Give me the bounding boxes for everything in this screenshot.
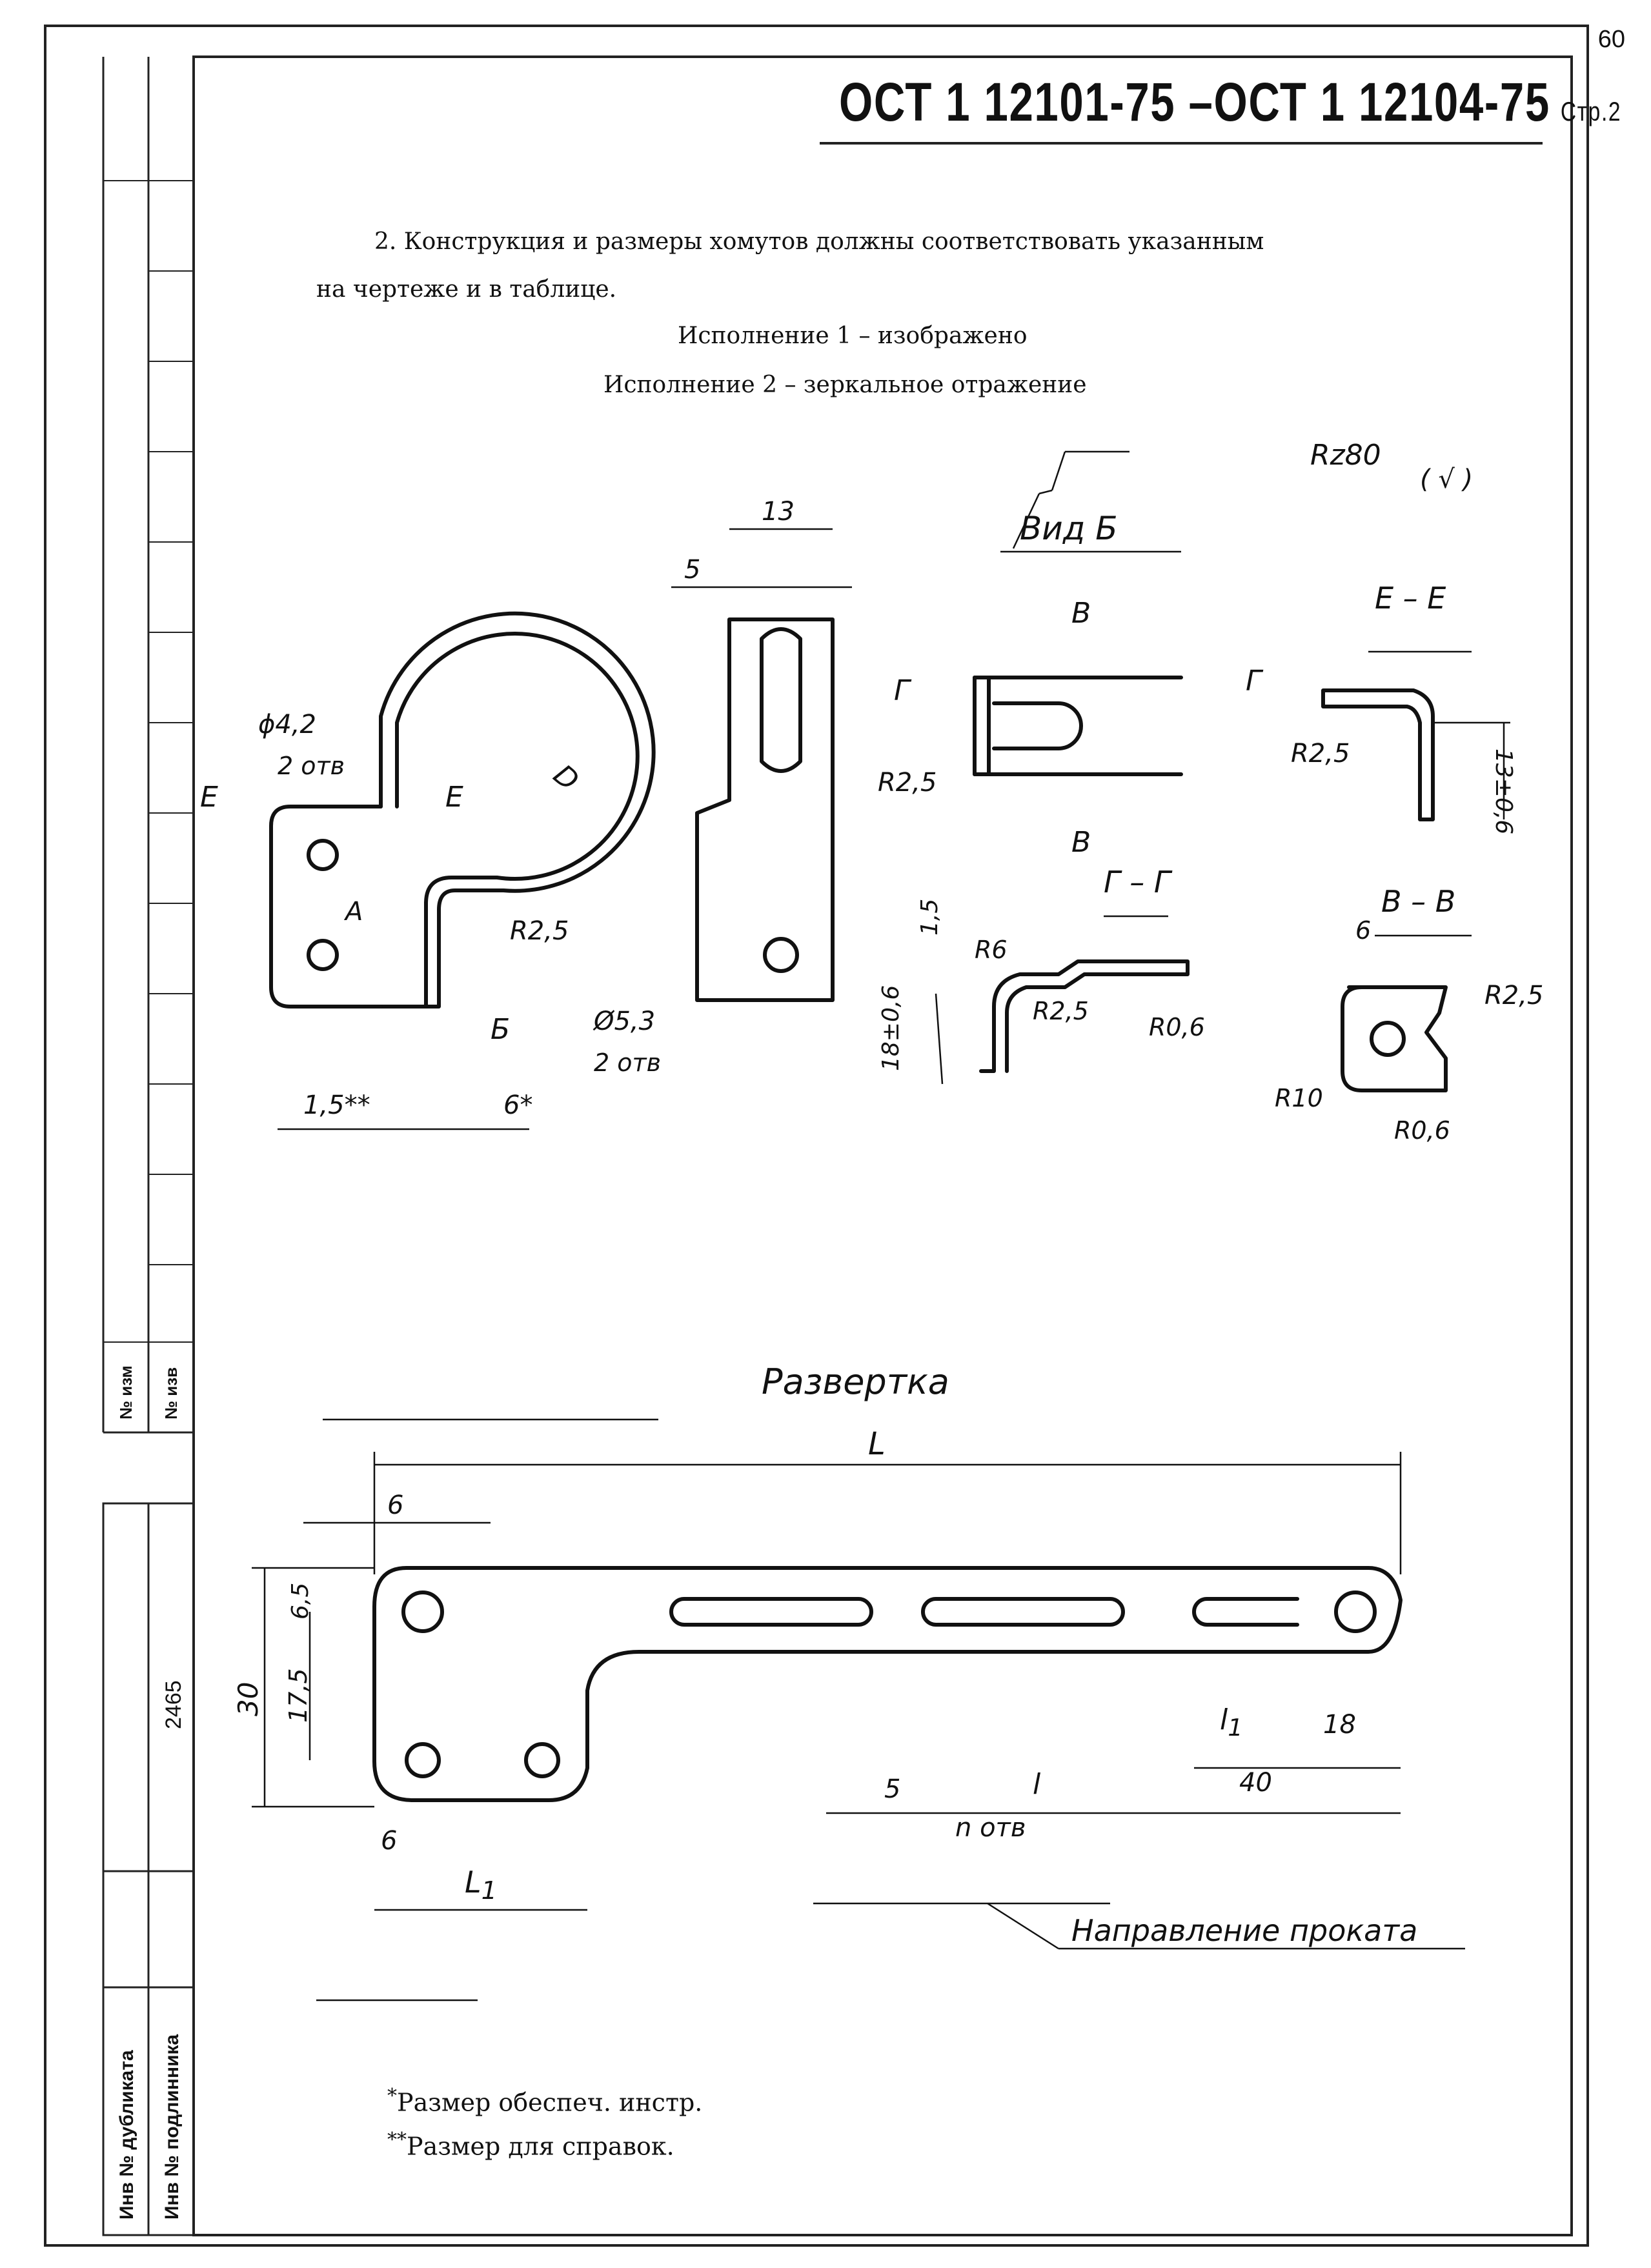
- dim-6-vv: 6: [1355, 916, 1372, 945]
- dim-1-5-ref: 1,5**: [303, 1090, 370, 1120]
- inner-frame: [192, 55, 1573, 2236]
- section-ee-title: Е – Е: [1375, 581, 1446, 616]
- section-ee-drawing: [1321, 688, 1435, 821]
- dim-r2-5-e: R2,5: [1484, 981, 1544, 1010]
- section-mark-g-left: Г: [894, 674, 910, 707]
- dim-phi-5-3: Ø5,3: [594, 1007, 656, 1036]
- dim-13-tol: 13±0,6: [1490, 748, 1517, 835]
- section-mark-v-top: В: [1071, 597, 1091, 630]
- footnote-1-mark: *: [387, 2085, 397, 2107]
- dim-6-star: 6*: [503, 1090, 533, 1120]
- footnote-2-mark: **: [387, 2128, 407, 2151]
- dim-13: 13: [762, 497, 795, 527]
- dim-40: 40: [1239, 1768, 1272, 1798]
- clamp-front-view: [695, 617, 835, 1002]
- dim-n-holes: n отв: [955, 1813, 1026, 1843]
- dim-30: 30: [232, 1681, 264, 1716]
- dim-2-holes-a: 2 отв: [278, 752, 345, 780]
- dim-17-5: 17,5: [284, 1668, 312, 1723]
- clamp-side-view: [269, 611, 656, 1009]
- dim-5-bottom: 5: [884, 1774, 901, 1804]
- sidebar-duplicate-inv: Инв № дубликата: [116, 2050, 137, 2220]
- dim-r2-5-d: R2,5: [1033, 997, 1089, 1025]
- roughness-label: Rz80: [1310, 439, 1381, 472]
- standard-number: ОСТ 1 12101-75 –ОСТ 1 12104-75: [839, 72, 1550, 132]
- dim-r2-5-c: R2,5: [1291, 739, 1350, 768]
- dim-6-bottom: 6: [381, 1826, 398, 1856]
- dim-r0-6-b: R0,6: [1394, 1116, 1450, 1145]
- view-b-drawing: [973, 676, 1183, 776]
- dim-6-top: 6: [387, 1490, 404, 1520]
- view-arrow-b: Б: [491, 1013, 511, 1046]
- roughness-paren: ( √ ): [1420, 465, 1474, 494]
- dim-1-5: 1,5: [917, 898, 943, 936]
- rolling-direction-label: Направление проката: [1071, 1913, 1418, 1948]
- section-vv-title: В – В: [1381, 884, 1456, 919]
- footnote-1: *Размер обеспеч. инстр.: [387, 2078, 702, 2122]
- dim-l1-main: l: [1220, 1703, 1228, 1736]
- sidebar-izv: № изв: [161, 1367, 181, 1420]
- dim-6-5: 6,5: [287, 1582, 314, 1620]
- dim-5-top: 5: [684, 555, 701, 585]
- dim-L1-main: L: [465, 1865, 481, 1900]
- section-mark-v-bottom: В: [1071, 826, 1091, 859]
- paragraph-line-2: на чертеже и в таблице.: [316, 276, 617, 303]
- outer-frame: [44, 25, 1589, 2247]
- sidebar-original-inv: Инв № подлинника: [161, 2034, 183, 2220]
- paragraph-line-1: 2. Конструкция и размеры хомутов должны …: [374, 228, 1264, 255]
- dim-r2-5-a: R2,5: [510, 916, 569, 946]
- page-number: 60: [1597, 26, 1625, 53]
- dim-l1: l1: [1220, 1703, 1243, 1741]
- standard-designation: ОСТ 1 12101-75 –ОСТ 1 12104-75 Стр.2: [839, 71, 1621, 134]
- section-mark-g-right: Г: [1246, 665, 1262, 697]
- dim-18: 18: [1323, 1710, 1356, 1740]
- flat-pattern-title: Развертка: [762, 1361, 949, 1402]
- dim-r2-5-b: R2,5: [878, 768, 937, 798]
- version-2-line: Исполнение 2 – зеркальное отражение: [603, 372, 1087, 398]
- page-reference: Стр.2: [1560, 96, 1622, 126]
- footnote-2-text: Размер для справок.: [407, 2132, 674, 2161]
- section-mark-e-left: Е: [200, 781, 218, 814]
- dim-r6: R6: [975, 936, 1008, 964]
- footnote-1-text: Размер обеспеч. инстр.: [397, 2088, 703, 2117]
- footnotes: *Размер обеспеч. инстр. **Размер для спр…: [387, 2078, 702, 2165]
- dim-18-tol: 18±0,6: [878, 985, 904, 1071]
- dim-2-holes-b: 2 отв: [594, 1049, 662, 1077]
- sidebar-inventory-number: 2465: [161, 1680, 186, 1729]
- dim-L1-sub: 1: [481, 1876, 498, 1906]
- section-gg-title: Г – Г: [1104, 865, 1171, 899]
- dim-L: L: [868, 1426, 886, 1462]
- section-mark-e-right: Е: [445, 781, 463, 814]
- footnote-2: **Размер для справок.: [387, 2122, 702, 2165]
- version-1-line: Исполнение 1 – изображено: [678, 323, 1028, 349]
- dim-l1-sub: 1: [1228, 1713, 1243, 1741]
- dim-r10: R10: [1275, 1084, 1323, 1112]
- dim-L1: L1: [465, 1865, 497, 1905]
- section-vv-drawing: [1341, 985, 1448, 1092]
- dim-A: A: [345, 897, 363, 927]
- view-b-title: Вид Б: [1020, 510, 1118, 547]
- section-gg-drawing: [979, 959, 1190, 1073]
- dim-r0-6-a: R0,6: [1149, 1013, 1205, 1041]
- dim-l: l: [1033, 1768, 1041, 1801]
- dim-phi-4-2: ϕ4,2: [258, 710, 316, 739]
- flat-pattern-drawing: [372, 1566, 1403, 1802]
- sidebar-izm: № изм: [116, 1365, 136, 1420]
